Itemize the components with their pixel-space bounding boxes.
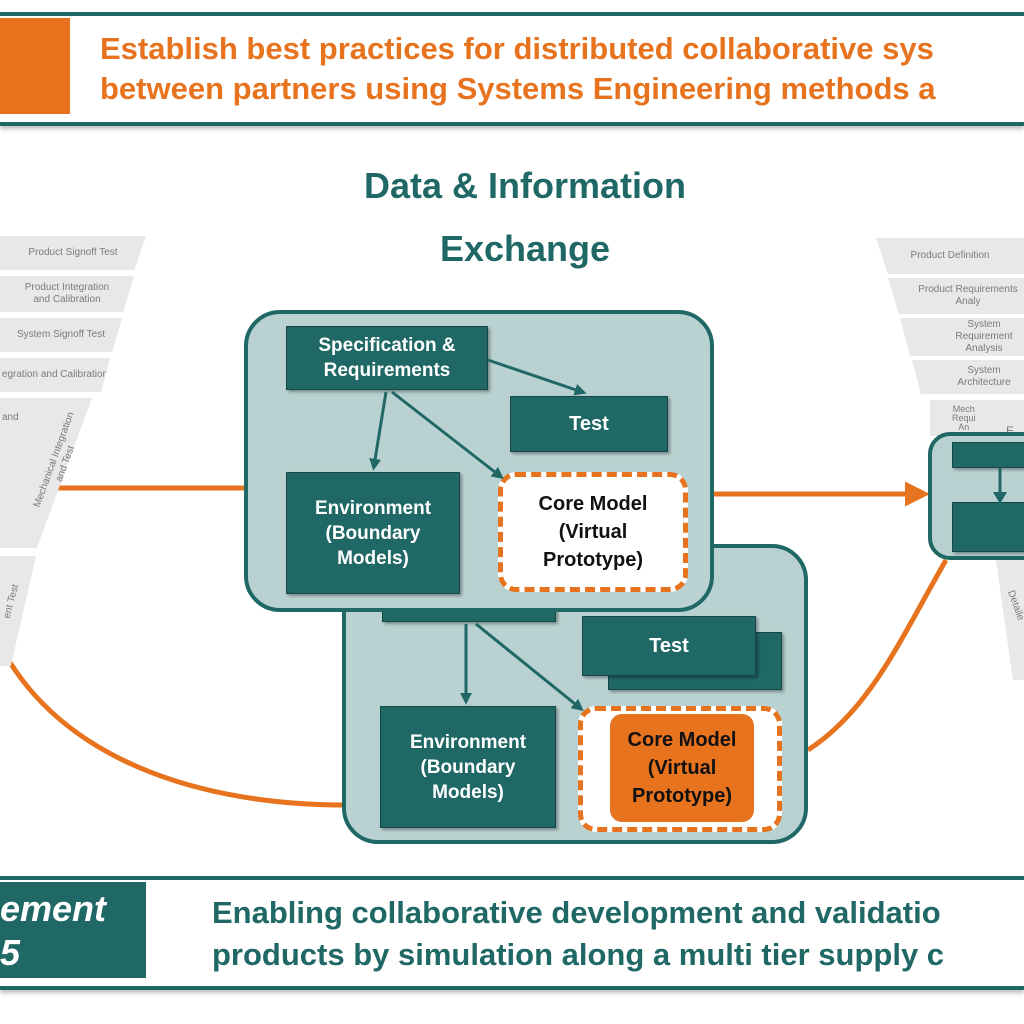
right-partner-arrow xyxy=(993,468,1007,504)
lower-spec-to-core-arrow xyxy=(475,622,584,712)
left-v-item: Product Signoff Test xyxy=(0,236,146,270)
bottom-banner-left-line1: ement xyxy=(0,888,107,929)
right-v-item: Product Requirements Analy xyxy=(888,278,1024,314)
right-v-fragment: Mech Requi An xyxy=(930,400,1024,436)
upper-core-model-box: Core Model (Virtual Prototype) xyxy=(498,472,688,592)
spec-to-test-arrow xyxy=(487,358,587,396)
bottom-banner-accent xyxy=(0,882,146,978)
left-v-item: Product Integration and Calibration xyxy=(0,276,134,312)
lower-core-model-box: Core Model (Virtual Prototype) xyxy=(610,714,754,822)
upper-test-box: Test xyxy=(510,396,668,452)
left-v-item: egration and Calibration xyxy=(0,358,110,392)
top-banner-accent xyxy=(0,18,70,114)
spec-to-environment-arrow xyxy=(369,391,388,471)
bottom-banner-left-line2: 5 xyxy=(0,932,21,973)
upper-spec-requirements-box: Specification & Requirements xyxy=(286,326,488,390)
right-v-fragment: E xyxy=(1006,424,1015,438)
left-v-item: System Signoff Test xyxy=(0,318,122,352)
right-return-curve xyxy=(806,558,949,753)
diagram-title-line1: Data & Information xyxy=(363,165,686,206)
left-return-curve xyxy=(0,643,346,808)
top-banner-line1: Establish best practices for distributed… xyxy=(100,31,934,66)
bottom-banner-line1: Enabling collaborative development and v… xyxy=(212,895,941,930)
top-banner-line2: between partners using Systems Engineeri… xyxy=(100,71,936,106)
lower-test-box: Test xyxy=(582,616,756,676)
bottom-banner xyxy=(0,876,1024,990)
spec-to-core-arrow xyxy=(391,390,504,479)
right-partner-box xyxy=(952,442,1024,468)
right-v-item: Product Definition xyxy=(876,238,1024,274)
right-v-item: System Requirement Analysis xyxy=(900,318,1024,356)
right-partner-box xyxy=(952,502,1024,552)
diagram-title-line2: Exchange xyxy=(439,228,611,269)
top-banner xyxy=(0,12,1024,126)
upper-environment-box: Environment (Boundary Models) xyxy=(286,472,460,594)
bottom-banner-line2: products by simulation along a multi tie… xyxy=(212,937,945,972)
lower-environment-box: Environment (Boundary Models) xyxy=(380,706,556,828)
right-v-item: System Architecture xyxy=(912,360,1024,394)
